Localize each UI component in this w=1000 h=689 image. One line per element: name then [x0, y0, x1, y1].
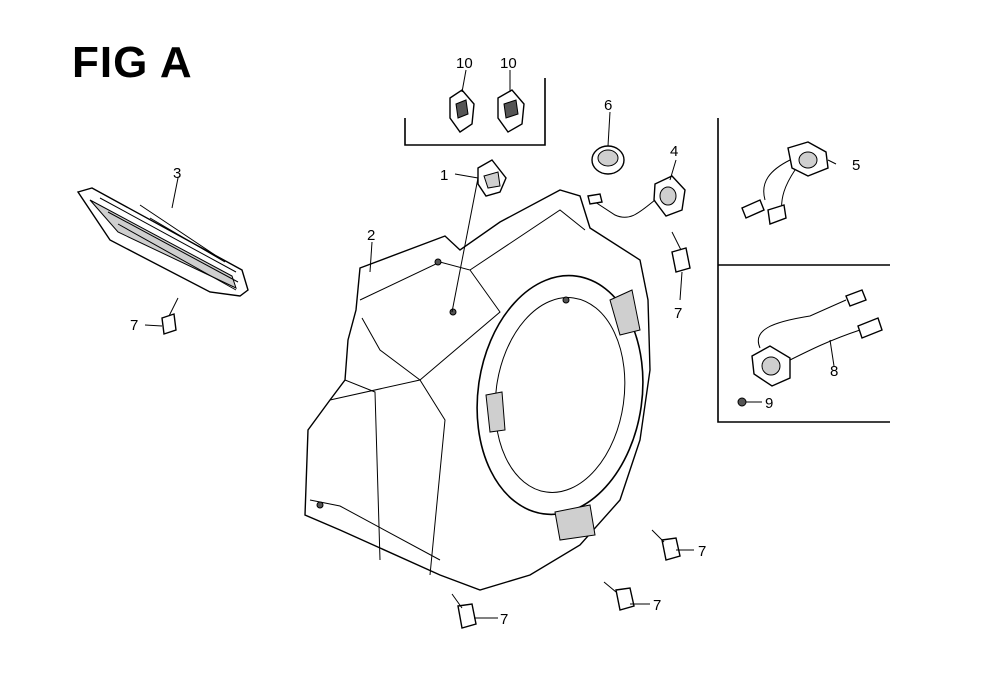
callout-10: 10 [500, 55, 517, 72]
grommet-part [591, 145, 625, 175]
callout-8: 8 [830, 363, 838, 380]
callout-4: 4 [670, 143, 678, 160]
switch-part [587, 175, 686, 218]
callout-5: 5 [852, 157, 860, 174]
leader-lines [144, 69, 837, 619]
callout-7: 7 [674, 305, 682, 322]
callout-7: 7 [130, 317, 138, 334]
bolt-part-d [603, 581, 635, 611]
callout-2: 2 [367, 227, 375, 244]
inset-box-wiring [717, 118, 890, 423]
figure-title: FIG A [72, 38, 193, 87]
callout-7: 7 [698, 543, 706, 560]
clamp-part [477, 159, 507, 197]
bolt-part-a [161, 297, 179, 335]
bolt-part-e [451, 593, 477, 629]
fan-housing-part [304, 189, 651, 591]
callout-9: 9 [765, 395, 773, 412]
bolt-part-c [651, 529, 681, 561]
switch-harness-part [737, 289, 883, 407]
clip-part-right [497, 89, 525, 133]
callout-7: 7 [653, 597, 661, 614]
callout-6: 6 [604, 97, 612, 114]
callout-7: 7 [500, 611, 508, 628]
callout-1: 1 [440, 167, 448, 184]
inset-box-clips [404, 78, 546, 146]
callout-3: 3 [173, 165, 181, 182]
switch-assembly-part [741, 141, 829, 225]
clip-part-left [449, 89, 475, 133]
callout-10: 10 [456, 55, 473, 72]
bolt-part-b [671, 231, 691, 273]
shroud-cover-part [76, 187, 249, 297]
